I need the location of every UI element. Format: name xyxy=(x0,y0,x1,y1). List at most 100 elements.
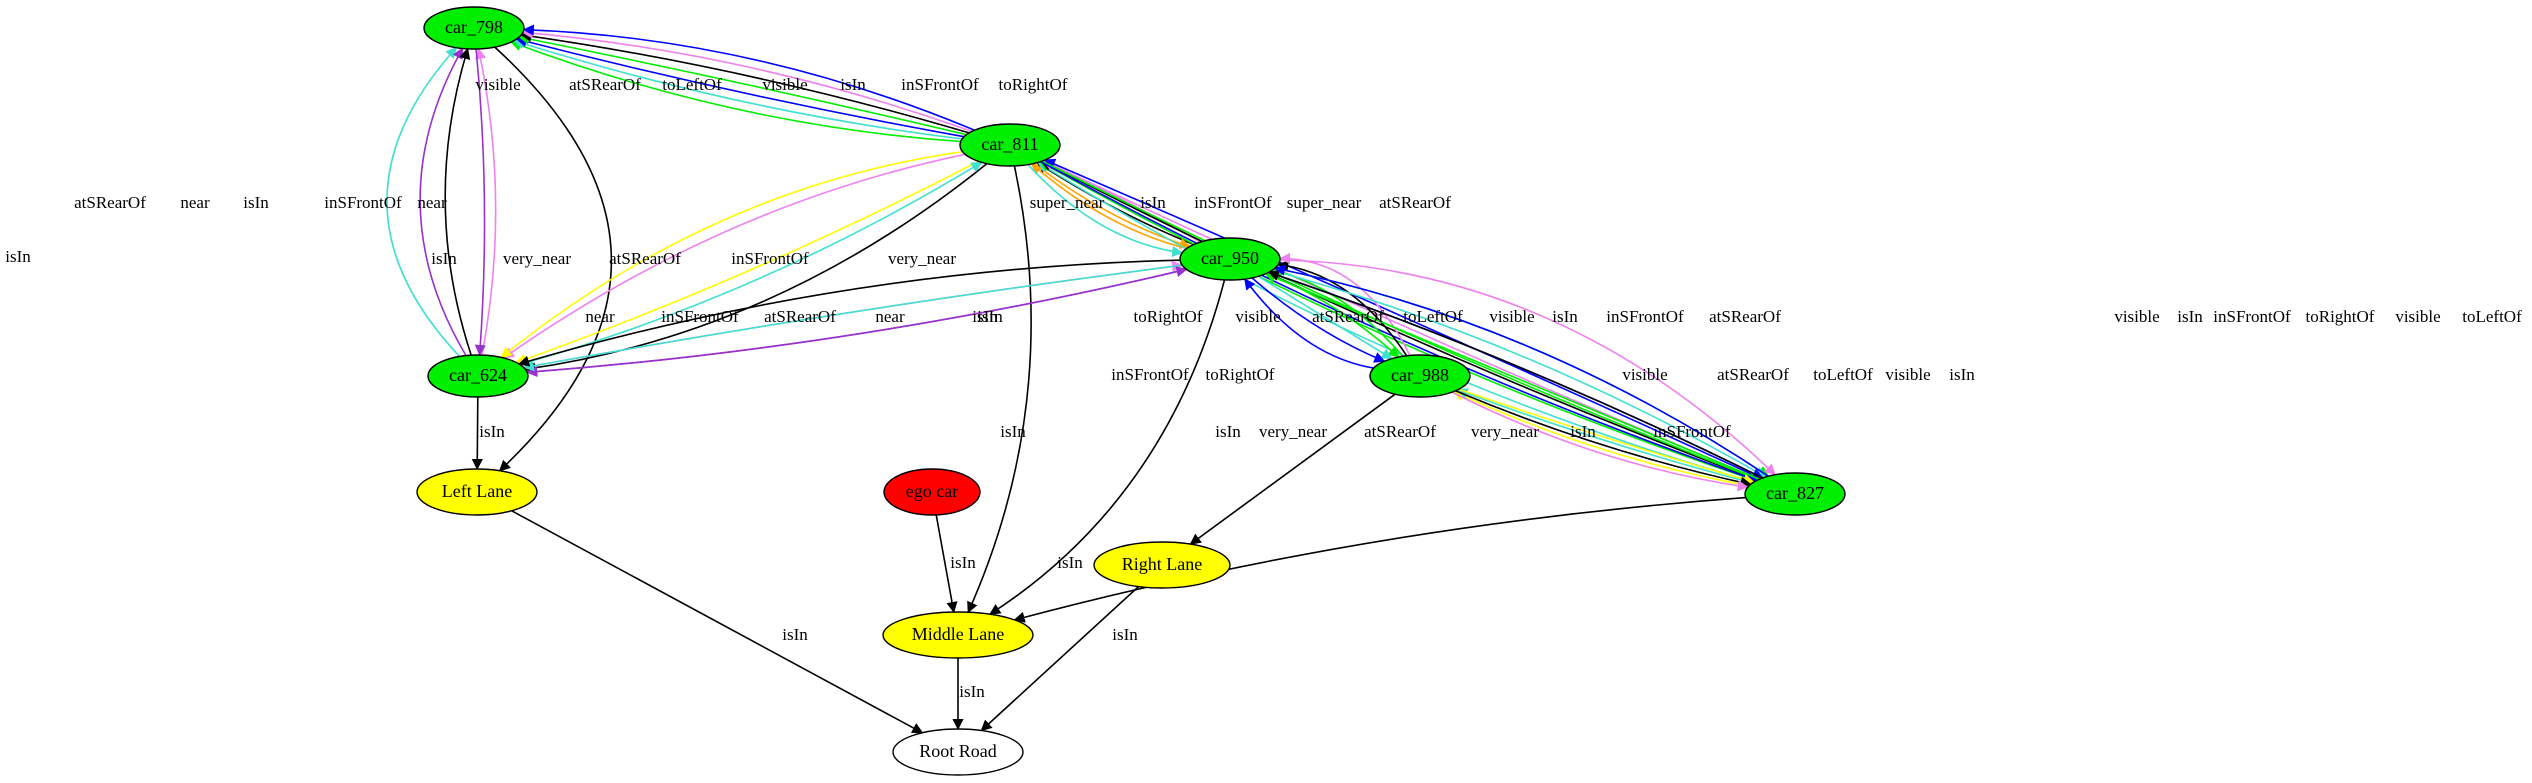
edge-label: atSRearOf xyxy=(1364,422,1436,441)
edge-label: isIn xyxy=(782,625,808,644)
node-label: car_950 xyxy=(1201,248,1259,268)
edge-label: toLeftOf xyxy=(2462,307,2522,326)
edge-label: isIn xyxy=(1000,422,1026,441)
edge-car_798-isIn-left_lane xyxy=(494,46,613,472)
edge-car_624-isIn-car_798 xyxy=(444,47,472,356)
node-label: car_624 xyxy=(449,365,507,385)
edge-car_988-isIn-right_lane xyxy=(1189,393,1396,545)
node-label: car_811 xyxy=(981,134,1038,154)
edge-label: visible xyxy=(2395,307,2440,326)
edge-label: isIn xyxy=(972,307,998,326)
edge-car_988-inSFrontOf-car_827 xyxy=(1451,391,1749,492)
edge-label: toRightOf xyxy=(2306,307,2375,326)
node-car-988: car_988 xyxy=(1369,354,1471,398)
edge-label: isIn xyxy=(2177,307,2203,326)
node-ego-car: ego car xyxy=(883,468,981,516)
node-label: Right Lane xyxy=(1122,554,1202,574)
edge-label: visible xyxy=(1235,307,1280,326)
node-label: car_827 xyxy=(1766,483,1824,503)
edge-car_811-atSRearOf-car_798 xyxy=(512,38,963,140)
node-car-827: car_827 xyxy=(1744,472,1846,516)
edge-label: visible xyxy=(1885,365,1930,384)
edge-right_lane-isIn-root_road xyxy=(980,586,1140,732)
edge-label: isIn xyxy=(950,553,976,572)
edge-car_811-inSFrontOf-car_624 xyxy=(502,153,966,359)
edge-car_827-toRightOf-car_811 xyxy=(1043,158,1762,480)
node-ellipse xyxy=(1179,237,1281,281)
edge-car_798-near-car_624 xyxy=(474,48,486,357)
edge-car_811-toRightOf-car_798 xyxy=(522,24,975,131)
edge-label: inSFrontOf xyxy=(324,193,402,212)
node-label: Root Road xyxy=(919,741,997,761)
edge-car_811-inSFrontOf-car_798 xyxy=(521,27,973,133)
edge-label: atSRearOf xyxy=(1312,307,1384,326)
edge-label: toLeftOf xyxy=(1403,307,1463,326)
edge-label: toRightOf xyxy=(999,75,1068,94)
edge-car_624-atSRearOf-car_798 xyxy=(386,46,461,358)
edge-label: isIn xyxy=(977,307,1003,326)
edge-car_827-isIn-car_950 xyxy=(1267,270,1763,479)
edge-label: atSRearOf xyxy=(1717,365,1789,384)
edge-car_811-isIn-middle_lane xyxy=(967,165,1032,614)
edge-label: isIn xyxy=(1215,422,1241,441)
edge-car_988-very_near-car_827 xyxy=(1458,388,1755,485)
edge-label: isIn xyxy=(1949,365,1975,384)
edge-car_827-visible-car_811 xyxy=(1039,161,1757,482)
edge-car_950-isIn-middle_lane xyxy=(989,279,1226,615)
edge-label: visible xyxy=(1622,365,1667,384)
edge-car_827-atSRearOf-car_811 xyxy=(1037,161,1754,483)
edge-car_827-visible-car_950 xyxy=(1264,272,1760,480)
node-ellipse xyxy=(959,123,1061,167)
edge-label: inSFrontOf xyxy=(2213,307,2291,326)
edge-label: isIn xyxy=(479,422,505,441)
edge-label: isIn xyxy=(5,247,31,266)
edge-car_624-atSRearOf-car_811 xyxy=(519,161,983,366)
edge-label: visible xyxy=(1489,307,1534,326)
edge-label: atSRearOf xyxy=(1379,193,1451,212)
node-middle-lane: Middle Lane xyxy=(882,611,1034,659)
edge-car_827-isIn-middle_lane xyxy=(1013,496,1746,623)
node-label: car_798 xyxy=(445,17,503,37)
edge-label: toLeftOf xyxy=(1813,365,1873,384)
edge-label: near xyxy=(875,307,905,326)
edge-label: super_near xyxy=(1030,193,1105,212)
edge-label: inSFrontOf xyxy=(1606,307,1684,326)
node-car-798: car_798 xyxy=(423,6,525,50)
node-ellipse xyxy=(416,468,538,516)
node-ellipse xyxy=(427,354,529,398)
node-ellipse xyxy=(883,468,981,516)
edge-label: inSFrontOf xyxy=(731,249,809,268)
edge-label: atSRearOf xyxy=(569,75,641,94)
node-label: Middle Lane xyxy=(912,624,1004,644)
node-left-lane: Left Lane xyxy=(416,468,538,516)
edge-label: toLeftOf xyxy=(662,75,722,94)
edge-car_624-isIn-left_lane xyxy=(471,396,483,471)
edge-label: toRightOf xyxy=(1134,307,1203,326)
edge-label: isIn xyxy=(1112,625,1138,644)
edge-car_988-isIn-car_827 xyxy=(1455,390,1752,488)
edge-label: atSRearOf xyxy=(74,193,146,212)
node-ellipse xyxy=(1093,541,1231,589)
edge-car_827-very_near-car_988 xyxy=(1452,390,1750,487)
edge-label: very_near xyxy=(1471,422,1539,441)
edge-car_950-isIn-car_624 xyxy=(517,259,1181,367)
edge-car_811-very_near-car_624 xyxy=(515,160,979,365)
node-ellipse xyxy=(892,728,1024,776)
edge-label: isIn xyxy=(1570,422,1596,441)
edge-layer xyxy=(386,24,1776,734)
edge-label: visible xyxy=(762,75,807,94)
edge-car_950-atSRearOf-car_827 xyxy=(1271,269,1767,478)
edge-car_988-toRightOf-car_950 xyxy=(1244,278,1374,369)
edge-car_811-atSRearOf-car_950 xyxy=(1027,164,1184,258)
node-label: ego car xyxy=(906,481,958,501)
edge-label: visible xyxy=(475,75,520,94)
edge-car_950-toLeftOf-car_988 xyxy=(1251,277,1386,363)
edge-label: isIn xyxy=(243,193,269,212)
edge-label: super_near xyxy=(1287,193,1362,212)
edge-car_811-isIn-car_798 xyxy=(520,30,970,134)
edge-label: very_near xyxy=(888,249,956,268)
node-car-950: car_950 xyxy=(1179,237,1281,281)
edge-label: isIn xyxy=(431,249,457,268)
edge-car_950-atSRearOf-car_624 xyxy=(522,264,1183,372)
